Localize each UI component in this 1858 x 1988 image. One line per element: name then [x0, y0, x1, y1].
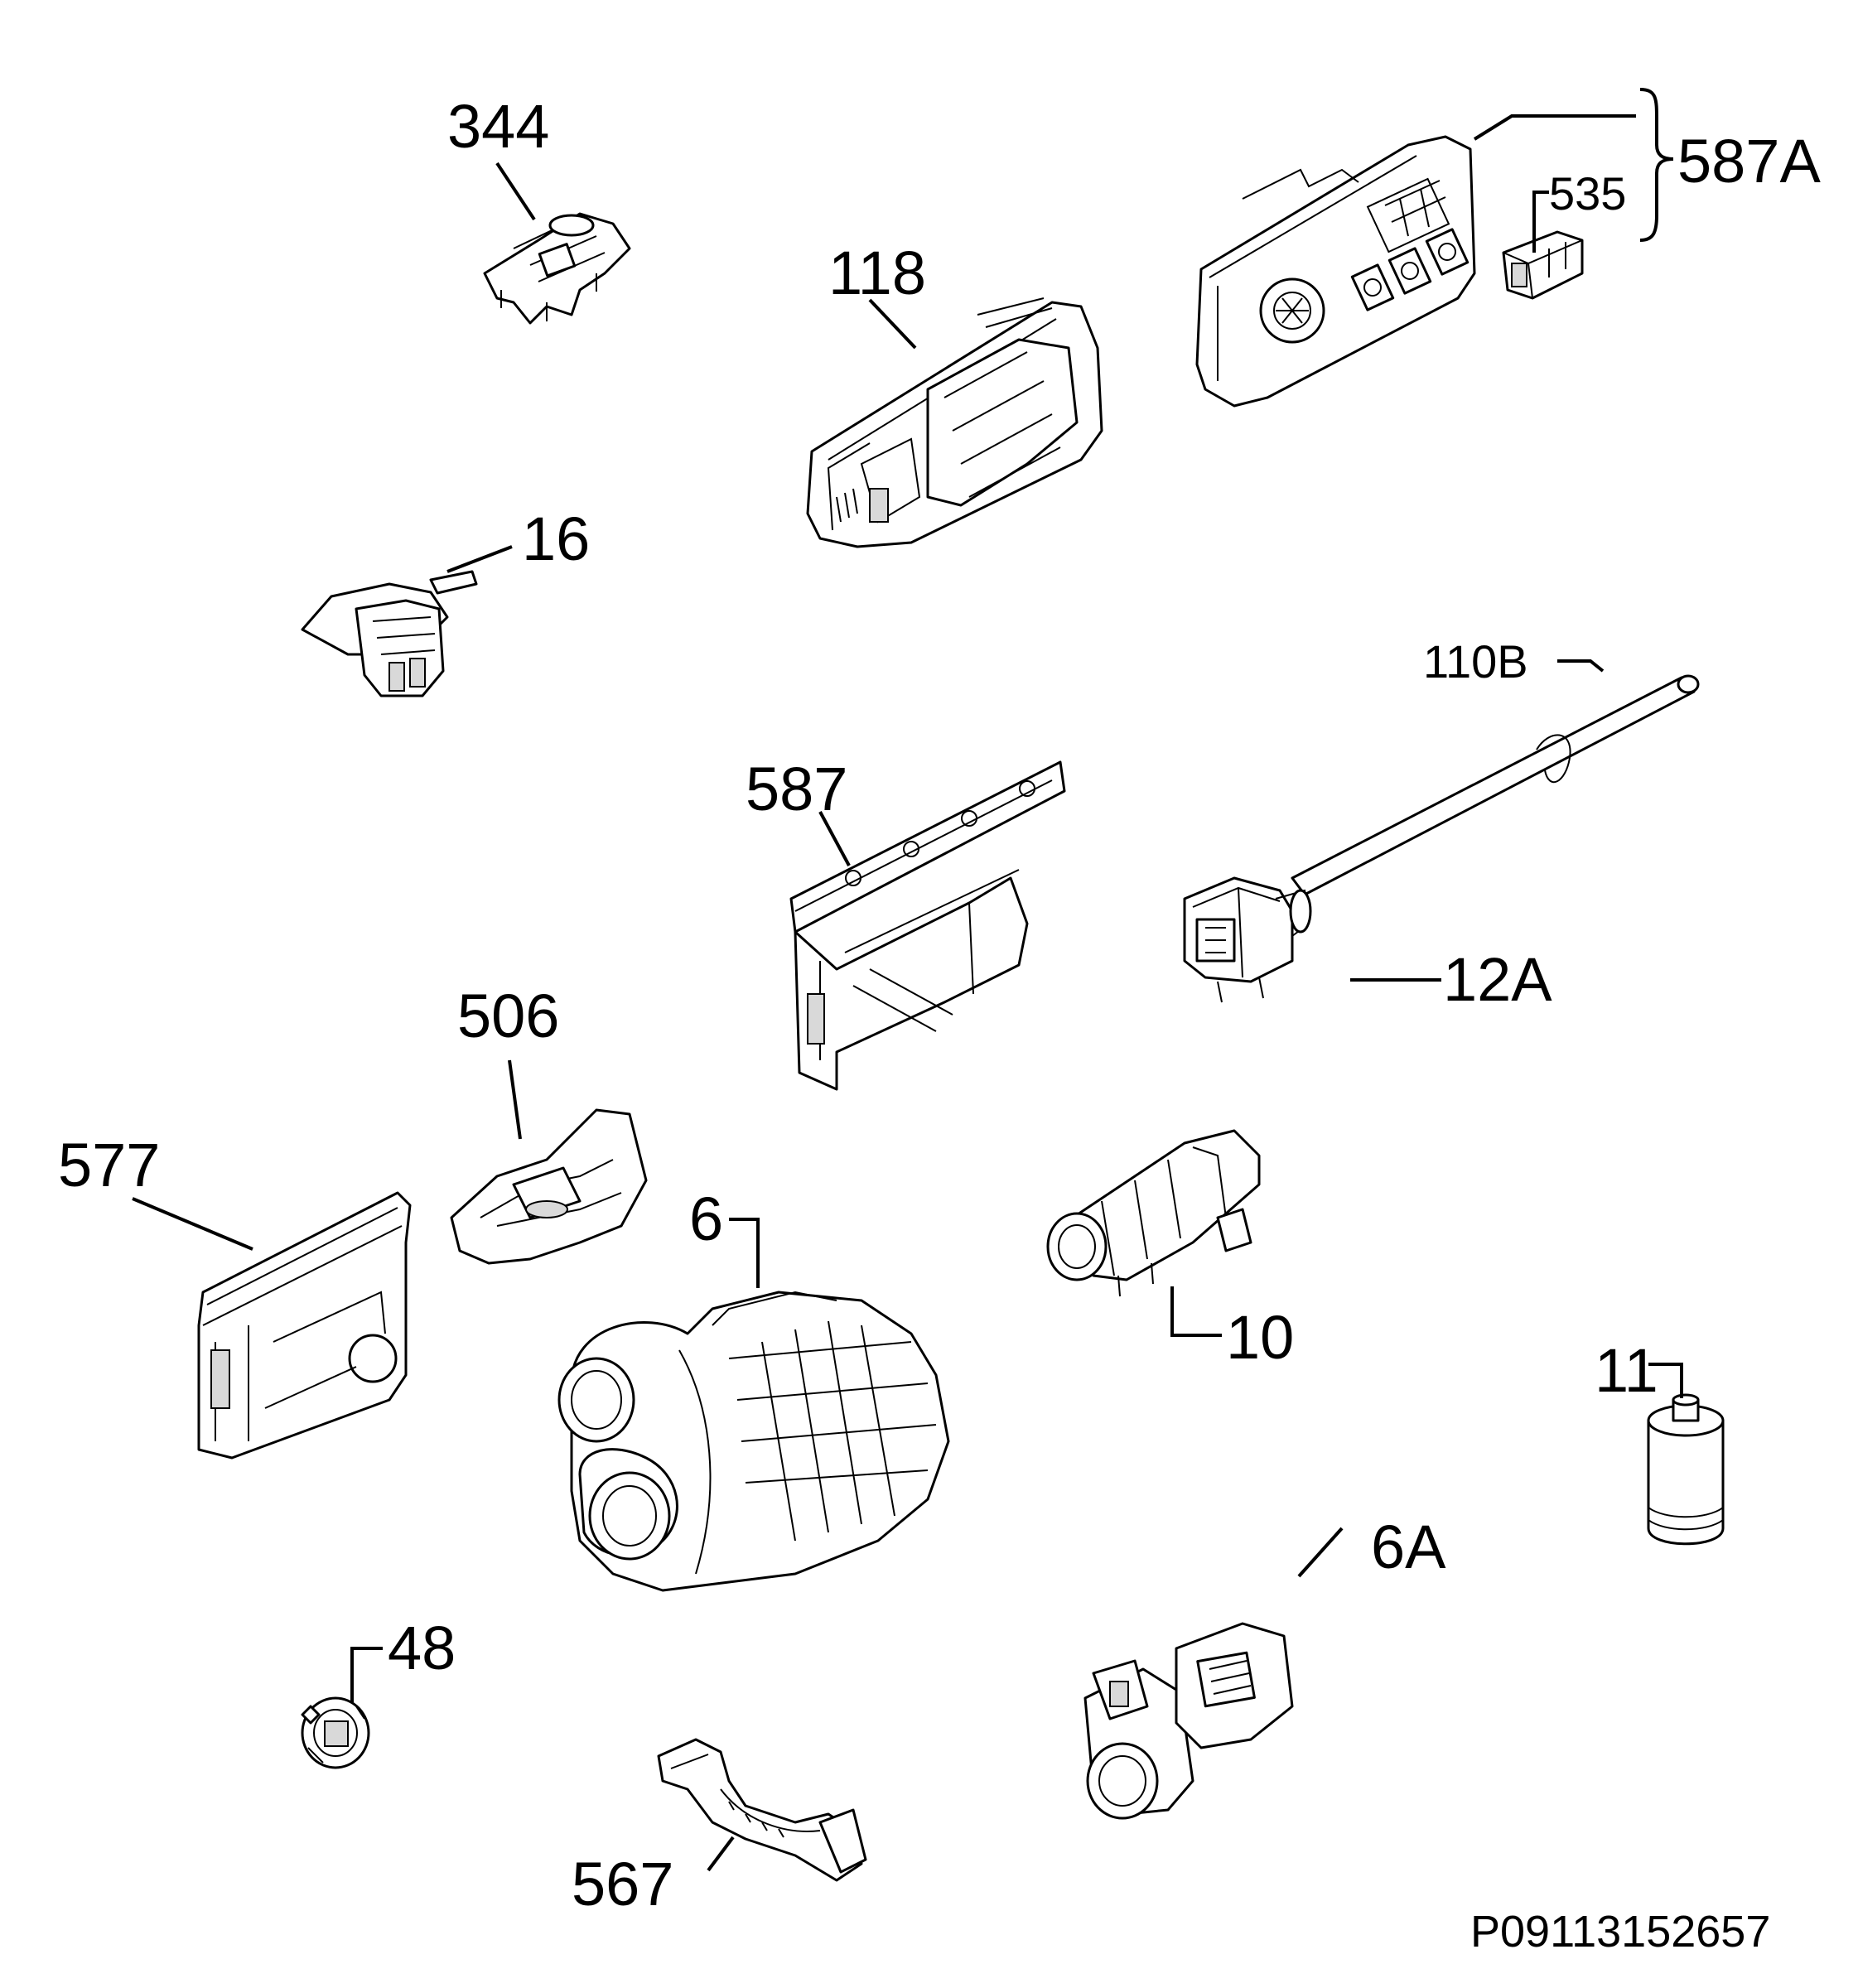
label-118: 118 — [828, 239, 926, 307]
leader-577 — [132, 1197, 253, 1251]
part-506-dispenser-flap — [450, 1108, 648, 1265]
part-587A-control-panel — [1195, 135, 1476, 408]
part-12A-pressure-switch — [1183, 876, 1312, 1003]
document-id: P09113152657 — [1470, 1907, 1770, 1957]
label-6: 6 — [689, 1185, 723, 1253]
part-587-bracket — [789, 760, 1066, 1091]
label-10: 10 — [1226, 1303, 1294, 1372]
leader-6 — [729, 1218, 760, 1288]
leader-10 — [1170, 1286, 1222, 1337]
leader-lines — [132, 88, 1683, 1872]
label-587A: 587A — [1677, 127, 1821, 195]
leader-567 — [707, 1836, 735, 1872]
callout-labels: 344 118 587A 535 16 110B 587 12A 506 577… — [58, 92, 1821, 1918]
part-16-door-lock — [301, 570, 478, 697]
leader-110B — [1557, 659, 1605, 673]
label-6A: 6A — [1371, 1513, 1446, 1581]
label-16: 16 — [522, 504, 590, 573]
part-11-capacitor — [1647, 1393, 1725, 1546]
part-48-valve — [301, 1696, 370, 1769]
label-535: 535 — [1549, 167, 1626, 220]
leader-587A — [1473, 114, 1636, 141]
part-10-heater — [1046, 1129, 1261, 1297]
part-535-switch — [1502, 230, 1584, 300]
part-344-latch — [483, 212, 631, 325]
part-110B-hose — [1291, 674, 1700, 896]
leader-6A — [1297, 1527, 1344, 1578]
leader-535 — [1532, 191, 1549, 253]
leader-16 — [446, 545, 513, 573]
control-panel-buttons — [1350, 228, 1470, 311]
part-118-control-board — [806, 297, 1103, 548]
leader-506 — [508, 1059, 522, 1140]
brace-587A — [1639, 88, 1674, 242]
leader-344 — [495, 162, 536, 221]
label-12A: 12A — [1443, 945, 1552, 1014]
part-577-housing — [197, 1191, 412, 1460]
label-577: 577 — [58, 1131, 160, 1199]
label-344: 344 — [447, 92, 549, 161]
leader-11 — [1648, 1363, 1683, 1398]
label-506: 506 — [457, 982, 559, 1050]
label-587: 587 — [746, 755, 847, 823]
part-567-clip — [657, 1738, 867, 1882]
label-110B: 110B — [1423, 635, 1528, 688]
leader-587 — [818, 811, 851, 866]
part-6-circulation-pump — [557, 1291, 950, 1592]
leader-48 — [350, 1647, 383, 1702]
label-567: 567 — [572, 1850, 673, 1918]
leader-118 — [868, 298, 917, 350]
label-48: 48 — [388, 1614, 456, 1682]
label-11: 11 — [1595, 1336, 1658, 1405]
part-6A-drain-pump — [1083, 1622, 1294, 1820]
